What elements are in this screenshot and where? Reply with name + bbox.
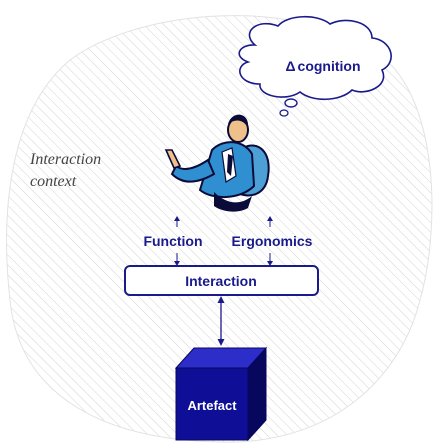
function-arrow-up [174,216,180,227]
cognition-word: cognition [298,58,361,74]
ergonomics-label: Ergonomics [232,233,313,249]
function-label: Function [143,233,202,249]
delta-symbol: Δ [285,58,295,74]
ergonomics-arrow-up [267,216,273,227]
presenter-person-icon [164,114,270,212]
artefact-label: Artefact [187,398,237,413]
function-arrow-down [174,253,180,266]
context-label-line2: context [30,173,77,190]
context-label-line1: Interaction [29,151,101,168]
interaction-artefact-connector [217,296,225,346]
interaction-box [124,265,319,296]
interaction-label: Interaction [185,273,257,289]
artefact-cube [174,346,268,442]
ergonomics-arrow-down [267,253,273,266]
thought-cloud-icon [238,15,392,117]
